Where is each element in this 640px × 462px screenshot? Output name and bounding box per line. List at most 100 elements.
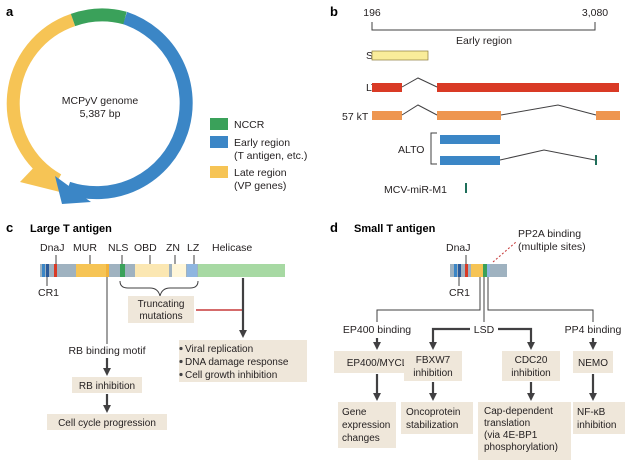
pp2a-line-1: PP2A binding (518, 228, 581, 240)
57kt-exon-1 (372, 111, 402, 120)
57kt-exon-2 (437, 111, 501, 120)
ep400-branch-line (376, 277, 481, 322)
57kt-intron-1 (401, 104, 438, 116)
genome-legend: NCCR Early region (T antigen, etc.) Late… (210, 118, 307, 192)
mirna-mark (465, 183, 467, 193)
panel-a-label: a (6, 4, 14, 19)
start-coordinate: 196 (363, 7, 381, 19)
alto-isoform-2-exon (440, 156, 500, 165)
mirna-label: MCV-miR-M1 (384, 184, 447, 196)
ep400-mycl-box (334, 351, 420, 373)
lt-exon-2 (437, 83, 619, 92)
bullet-3 (179, 372, 183, 377)
late-region-arc (6, 13, 76, 186)
alto-isoform-1 (440, 135, 500, 144)
lsd-fbxw7-arrow (429, 327, 470, 350)
onco-line-1: Oncoprotein (406, 407, 460, 418)
ep400-mycl-label: EP400/MYCL (347, 358, 408, 369)
gene-line-1: Gene (342, 407, 367, 418)
panel-d: d Small T antigen PP2A binding (multiple… (330, 220, 625, 460)
cdc20-box (502, 351, 560, 381)
bullet-1 (179, 346, 183, 351)
fbxw7-box (404, 351, 462, 381)
panel-d-label: d (330, 220, 338, 235)
nfkb-line-1: NF-κB (577, 407, 606, 418)
pp2a-line-2: (multiple sites) (518, 241, 586, 253)
cell-cycle-label: Cell cycle progression (58, 418, 156, 429)
panel-c-title: Large T antigen (30, 223, 112, 235)
large-t-protein-bar (40, 264, 285, 277)
lt-intron (401, 77, 438, 88)
cdc20-line-1: CDC20 (515, 355, 548, 366)
domain-mur-label: MUR (73, 242, 97, 254)
end-coordinate: 3,080 (582, 7, 608, 19)
early-region-bracket (371, 22, 596, 31)
panel-c: c Large T antigen DnaJ MUR NLS OBD ZN LZ… (6, 220, 307, 430)
rb-binding-motif-label: RB binding motif (68, 345, 145, 357)
onco-line-2: stabilization (406, 420, 458, 431)
effect-viral-replication: Viral replication (185, 344, 253, 355)
legend-nccr-swatch (210, 118, 228, 130)
57kt-label: 57 kT (342, 111, 369, 123)
alto-isoform-2-intron (499, 149, 596, 161)
cell-cycle-box (47, 414, 167, 430)
legend-late-sublabel: (VP genes) (234, 180, 286, 192)
domain-lz-label: LZ (187, 242, 200, 254)
gene-line-3: changes (342, 433, 380, 444)
domain-zn-label: ZN (166, 242, 180, 254)
segment-zn (172, 264, 186, 277)
panel-a: a MCPyV genome 5,387 bp NCCR Early regio… (6, 4, 307, 204)
cap-translation-box (478, 402, 571, 460)
legend-late-swatch (210, 166, 228, 178)
cap-line-3: (via 4E-BP1 (484, 430, 538, 441)
early-region-label: Early region (456, 35, 512, 47)
effect-dna-damage: DNA damage response (185, 357, 289, 368)
early-region-arrowhead (55, 176, 91, 204)
lt-exon-1 (372, 83, 402, 92)
effect-growth-inhibition: Cell growth inhibition (185, 370, 277, 381)
st-segment-lightblue (487, 264, 490, 277)
st-segment-red (465, 264, 468, 277)
cr1-label: CR1 (38, 287, 59, 299)
panel-b-label: b (330, 4, 338, 19)
segment-cr1 (46, 264, 49, 277)
legend-early-sublabel: (T antigen, etc.) (234, 150, 307, 162)
segment-dnaj (42, 264, 45, 277)
domain-nls-label: NLS (108, 242, 128, 254)
cap-line-4: phosphorylation) (484, 442, 558, 453)
57kt-intron-2 (500, 104, 597, 116)
legend-early-swatch (210, 136, 228, 148)
st-segment-yellow (471, 264, 483, 277)
rb-inhibition-box (72, 377, 142, 393)
nccr-arc (70, 8, 127, 27)
panel-c-label: c (6, 220, 13, 235)
alto-isoform-2-tail (595, 155, 597, 165)
st-segment-green (483, 264, 487, 277)
helicase-effects-box (179, 340, 307, 382)
fbxw7-line-1: FBXW7 (416, 355, 451, 366)
nfkb-box (573, 402, 625, 434)
gene-line-2: expression (342, 420, 390, 431)
segment-helicase (198, 264, 285, 277)
57kt-exon-3 (596, 111, 620, 120)
domain-dnaj-label: DnaJ (40, 242, 65, 254)
oncoprotein-box (401, 402, 473, 434)
cap-line-2: translation (484, 418, 530, 429)
nfkb-line-2: inhibition (577, 420, 616, 431)
pp2a-leader (492, 241, 517, 263)
segment-nls (120, 264, 125, 277)
truncating-line-2: mutations (139, 311, 182, 322)
lsd-label: LSD (474, 324, 495, 336)
legend-early-label: Early region (234, 137, 290, 149)
st-dnaj-label: DnaJ (446, 242, 471, 254)
alto-label: ALTO (398, 144, 424, 156)
segment-mur (76, 264, 106, 277)
legend-nccr-label: NCCR (234, 119, 265, 131)
segment-lz (187, 264, 197, 277)
bullet-2 (179, 359, 183, 364)
cap-line-1: Cap-dependent (484, 406, 553, 417)
domain-obd-label: OBD (134, 242, 157, 254)
nemo-label: NEMO (578, 358, 608, 369)
early-region-arc (65, 11, 193, 200)
